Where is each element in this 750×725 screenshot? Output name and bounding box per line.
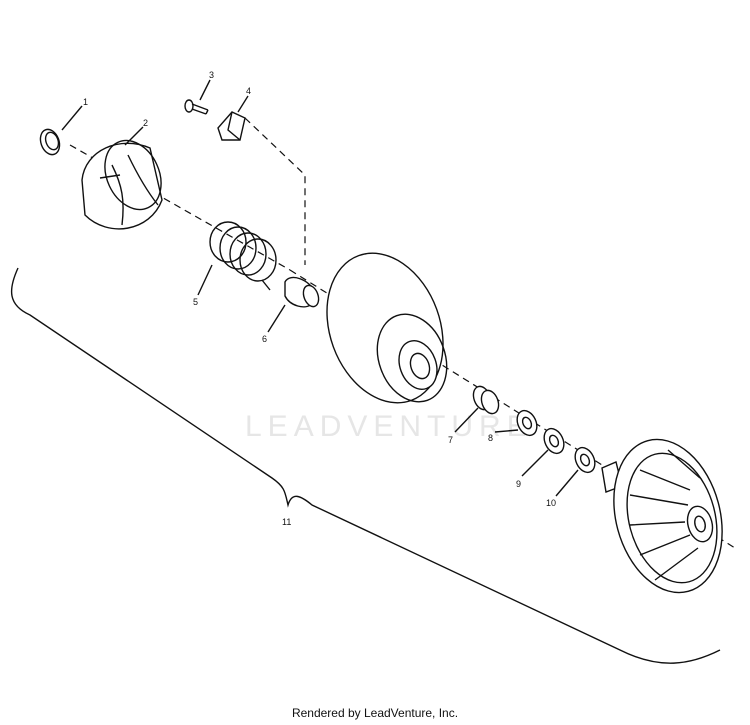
label-7: 7 [448, 435, 453, 445]
moveable-sheave[interactable] [307, 237, 463, 419]
cam-button[interactable] [217, 111, 246, 141]
label-4: 4 [246, 86, 251, 96]
leader-lines [61, 79, 579, 497]
label-8: 8 [488, 433, 493, 443]
label-3: 3 [209, 70, 214, 80]
label-9: 9 [516, 479, 521, 489]
label-6: 6 [262, 334, 267, 344]
watermark-text: LEADVENTURE [245, 410, 533, 443]
spring[interactable] [209, 221, 277, 291]
footer-credit: Rendered by LeadVenture, Inc. [291, 706, 459, 720]
washer-9[interactable] [540, 425, 567, 456]
inner-bushing[interactable] [470, 384, 501, 416]
washer-10[interactable] [571, 444, 598, 475]
label-1: 1 [83, 97, 88, 107]
bolt[interactable] [184, 99, 209, 115]
fixed-sheave[interactable] [598, 427, 739, 605]
label-5: 5 [193, 297, 198, 307]
axis-line-bolt [244, 117, 306, 265]
label-10: 10 [546, 498, 556, 508]
snap-ring[interactable] [37, 127, 63, 158]
helix-cam[interactable] [81, 131, 172, 230]
label-2: 2 [143, 118, 148, 128]
washer-8[interactable] [513, 407, 540, 438]
bushing[interactable] [284, 276, 321, 308]
assembly-bracket [10, 267, 721, 664]
label-11: 11 [282, 517, 291, 527]
